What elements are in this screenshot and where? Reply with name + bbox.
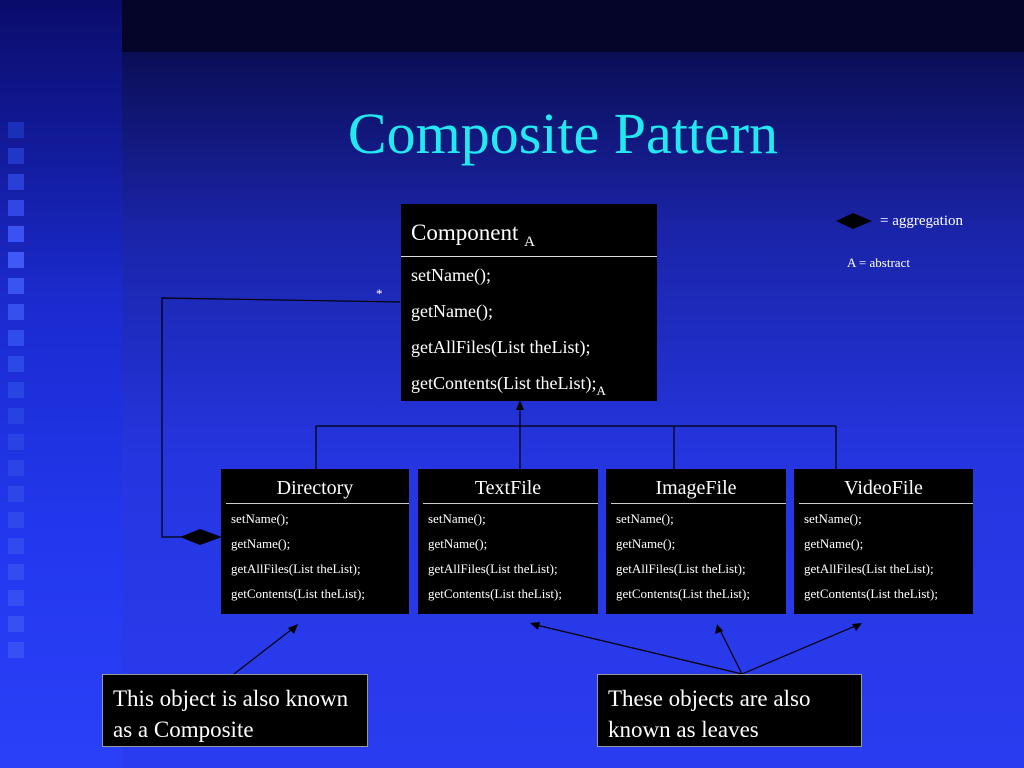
deco-square [8,408,24,424]
deco-square [8,382,24,398]
component-method: getAllFiles(List theList); [411,337,591,357]
leaves-arrow-videofile [741,623,861,675]
class-method: getName(); [616,536,676,551]
leaves-note: These objects are also known as leaves [597,674,862,747]
class-method: setName(); [428,511,486,526]
deco-square [8,252,24,268]
leaves-arrow-textfile [531,623,743,675]
class-method: getAllFiles(List theList); [616,561,746,576]
composite-note-arrow [233,625,297,675]
class-method: getContents(List theList); [804,586,938,601]
deco-square [8,122,24,138]
component-method: getContents(List theList);A [411,373,606,399]
deco-square [8,564,24,580]
class-divider [799,503,973,504]
class-method: getName(); [428,536,488,551]
component-name: Component A [411,220,535,251]
class-name: TextFile [474,477,542,499]
class-method: getAllFiles(List theList); [231,561,361,576]
component-method: setName(); [411,265,491,285]
aggregation-diamond [180,529,222,545]
deco-square [8,226,24,242]
deco-square [8,512,24,528]
component-method-text: getContents(List theList); [411,373,597,393]
top-band [122,0,1024,52]
class-method: getName(); [231,536,291,551]
legend-aggregation: = aggregation [880,213,964,229]
abstract-marker: A [524,234,535,250]
class-divider [611,503,786,504]
class-method: getName(); [804,536,864,551]
deco-square [8,616,24,632]
deco-square [8,330,24,346]
legend-diamond-icon [836,213,872,229]
class-name: Directory [276,477,354,499]
deco-square [8,486,24,502]
directory-class-box: Directory setName(); getName(); getAllFi… [221,469,409,614]
left-decorative-strip [0,0,122,768]
deco-square [8,356,24,372]
class-divider [226,503,409,504]
textfile-class-box: TextFile setName(); getName(); getAllFil… [418,469,598,614]
deco-square [8,460,24,476]
deco-square [8,642,24,658]
class-method: getContents(List theList); [428,586,562,601]
class-method: getContents(List theList); [616,586,750,601]
class-method: getContents(List theList); [231,586,365,601]
legend-abstract: A = abstract [847,255,910,270]
component-name-text: Component [411,220,519,245]
inheritance-arrowhead [516,400,524,410]
videofile-class-box: VideoFile setName(); getName(); getAllFi… [794,469,973,614]
component-divider [401,256,657,257]
composite-note: This object is also known as a Composite [102,674,368,747]
abstract-method-marker: A [596,383,606,398]
class-divider [423,503,598,504]
deco-square [8,278,24,294]
deco-square [8,200,24,216]
deco-square [8,590,24,606]
deco-square [8,148,24,164]
class-name: ImageFile [655,477,737,499]
deco-square [8,538,24,554]
class-method: setName(); [231,511,289,526]
component-class-box: Component A setName(); getName(); getAll… [401,204,657,401]
class-method: getAllFiles(List theList); [804,561,934,576]
class-method: setName(); [616,511,674,526]
deco-square [8,304,24,320]
slide-title: Composite Pattern [347,101,779,166]
leaves-arrow-imagefile [717,625,743,675]
deco-square [8,174,24,190]
component-method: getName(); [411,301,493,321]
class-name: VideoFile [844,477,923,499]
imagefile-class-box: ImageFile setName(); getName(); getAllFi… [606,469,786,614]
class-method: setName(); [804,511,862,526]
deco-square [8,434,24,450]
multiplicity-label: * [376,286,383,301]
class-method: getAllFiles(List theList); [428,561,558,576]
